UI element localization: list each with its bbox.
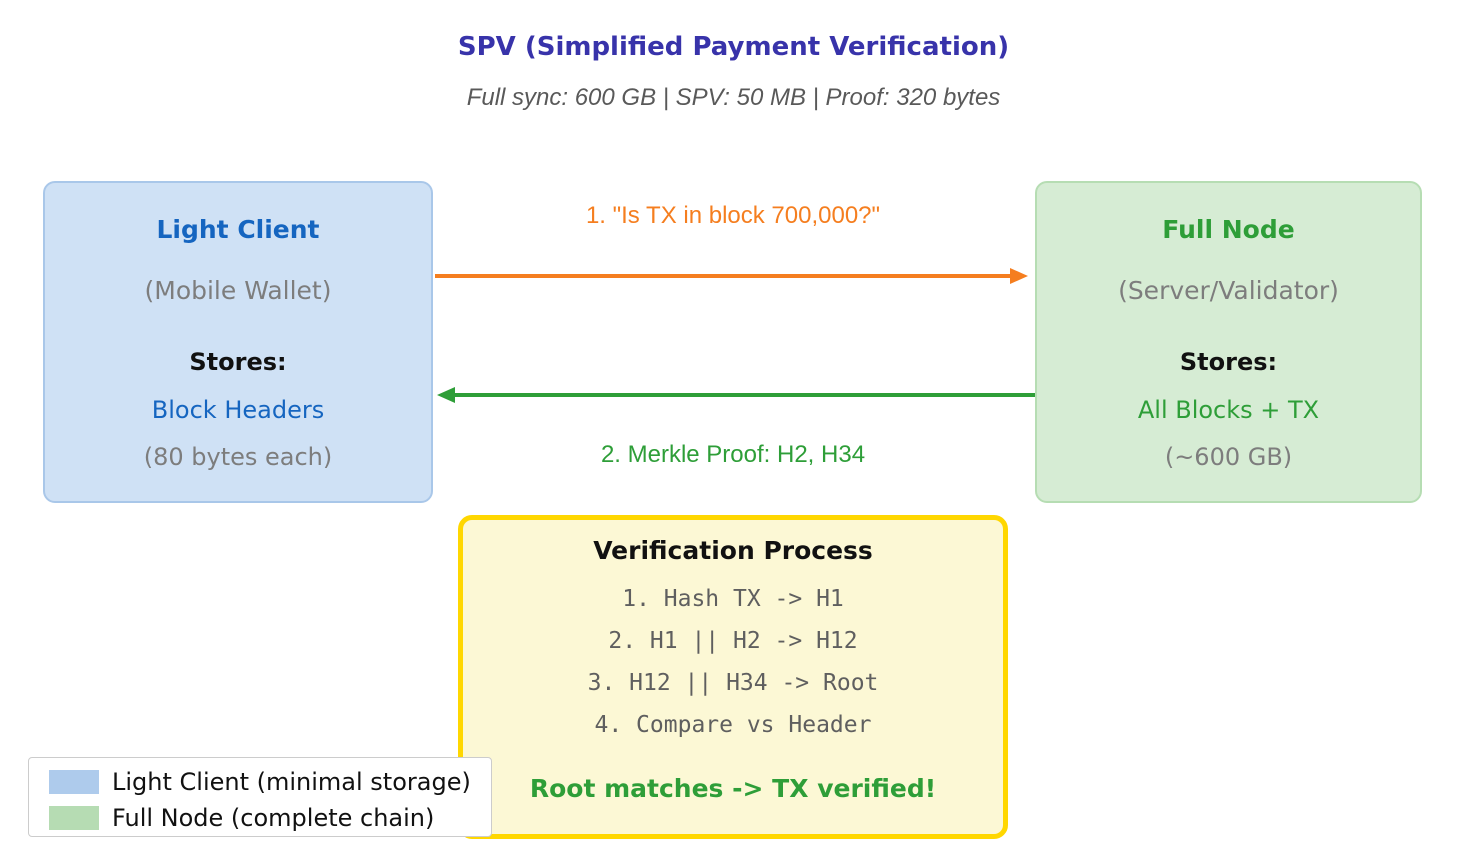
response-arrow-label: 2. Merkle Proof: H2, H34: [600, 441, 866, 468]
light-client-stores-value: Block Headers: [151, 396, 325, 424]
legend-label-full-node: Full Node (complete chain): [112, 804, 435, 832]
verification-step-4: 4. Compare vs Header: [594, 712, 872, 738]
request-arrow-line: [435, 274, 1012, 278]
verification-step-3: 3. H12 || H34 -> Root: [587, 670, 879, 696]
verification-result: Root matches -> TX verified!: [529, 774, 937, 803]
response-arrowhead-icon: [437, 387, 455, 403]
response-arrow-line: [455, 393, 1035, 397]
full-node-subtitle: (Server/Validator): [1118, 276, 1339, 305]
page-title: SPV (Simplified Payment Verification): [457, 32, 1010, 62]
legend-label-light-client: Light Client (minimal storage): [112, 768, 471, 796]
full-node-box: Full Node (Server/Validator) Stores: All…: [1035, 181, 1422, 503]
verification-step-1: 1. Hash TX -> H1: [622, 586, 844, 612]
light-client-stores-label: Stores:: [189, 348, 287, 376]
light-client-subtitle: (Mobile Wallet): [144, 276, 332, 305]
light-client-box: Light Client (Mobile Wallet) Stores: Blo…: [43, 181, 433, 503]
verification-process-box: Verification Process 1. Hash TX -> H1 2.…: [458, 515, 1008, 839]
full-node-swatch-icon: [49, 806, 99, 830]
legend-item-full-node: Full Node (complete chain): [29, 804, 434, 832]
verification-title: Verification Process: [593, 536, 873, 565]
legend-item-light-client: Light Client (minimal storage): [29, 768, 471, 796]
request-arrow-label: 1. "Is TX in block 700,000?": [585, 202, 881, 229]
full-node-stores-value: All Blocks + TX: [1137, 396, 1320, 424]
full-node-stores-label: Stores:: [1179, 348, 1278, 376]
page-subtitle: Full sync: 600 GB | SPV: 50 MB | Proof: …: [466, 84, 1001, 111]
light-client-title: Light Client: [156, 215, 320, 244]
full-node-title: Full Node: [1162, 215, 1295, 244]
light-client-swatch-icon: [49, 770, 99, 794]
legend: Light Client (minimal storage) Full Node…: [28, 757, 492, 837]
verification-step-2: 2. H1 || H2 -> H12: [608, 628, 858, 654]
light-client-stores-detail: (80 bytes each): [143, 443, 333, 471]
request-arrowhead-icon: [1010, 268, 1028, 284]
full-node-stores-detail: (~600 GB): [1164, 443, 1293, 471]
